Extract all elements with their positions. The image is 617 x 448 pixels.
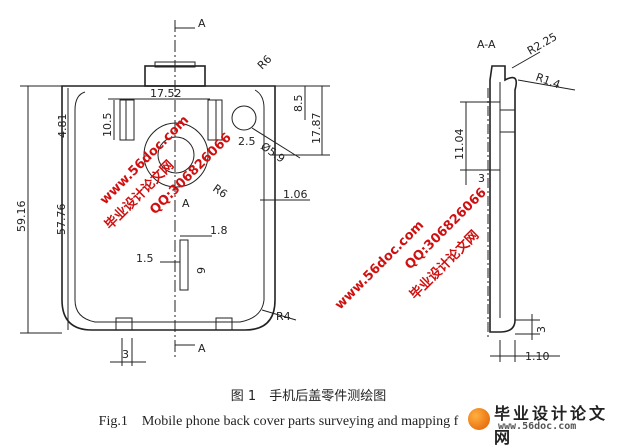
front-view — [20, 20, 330, 366]
dim-4-81: 4.81 — [56, 114, 69, 139]
section-mark-a-bottom: A — [198, 342, 206, 355]
dim-1-5: 1.5 — [136, 252, 154, 265]
dim-dia-5-9: Ø5.9 — [258, 140, 287, 166]
section-view — [460, 51, 576, 362]
logo-text-url: www.56doc.com — [498, 421, 577, 432]
dim-3: 3 — [122, 348, 129, 361]
dim-1-8: 1.8 — [210, 224, 228, 237]
dim-r6-top: R6 — [255, 53, 275, 73]
dim-1-06: 1.06 — [283, 188, 308, 201]
dim-17-87: 17.87 — [310, 113, 323, 145]
caption-chinese: 图 1 手机后盖零件测绘图 — [230, 389, 387, 404]
section-mark-a-top: A — [198, 17, 206, 30]
dim-8-5: 8.5 — [292, 95, 305, 113]
caption-english: Fig.1 Mobile phone back cover parts surv… — [98, 414, 459, 429]
dim-1-10: 1.10 — [525, 350, 550, 363]
dim-r6-mid: R6 — [210, 182, 229, 201]
dim-9: 9 — [195, 267, 208, 274]
dim-57-76: 57.76 — [55, 204, 68, 236]
dim-17-52: 17.52 — [150, 87, 182, 100]
dim-r4: R4 — [276, 310, 291, 323]
section-mark-a-center: A — [182, 197, 190, 210]
dim-10-5: 10.5 — [101, 113, 114, 138]
dim-r1-4: R1.4 — [534, 71, 562, 92]
dim-3-top: 3 — [478, 172, 485, 185]
dim-3-bottom: 3 — [535, 326, 548, 333]
dim-2-5: 2.5 — [238, 135, 256, 148]
site-logo: 毕业设计论文网 www.56doc.com — [462, 400, 612, 447]
dim-11-04: 11.04 — [453, 129, 466, 161]
logo-ball-icon — [468, 408, 490, 430]
dim-r2-25: R2.25 — [525, 30, 559, 57]
section-title-a-a: A-A — [477, 38, 496, 51]
dim-59-16: 59.16 — [15, 201, 28, 233]
